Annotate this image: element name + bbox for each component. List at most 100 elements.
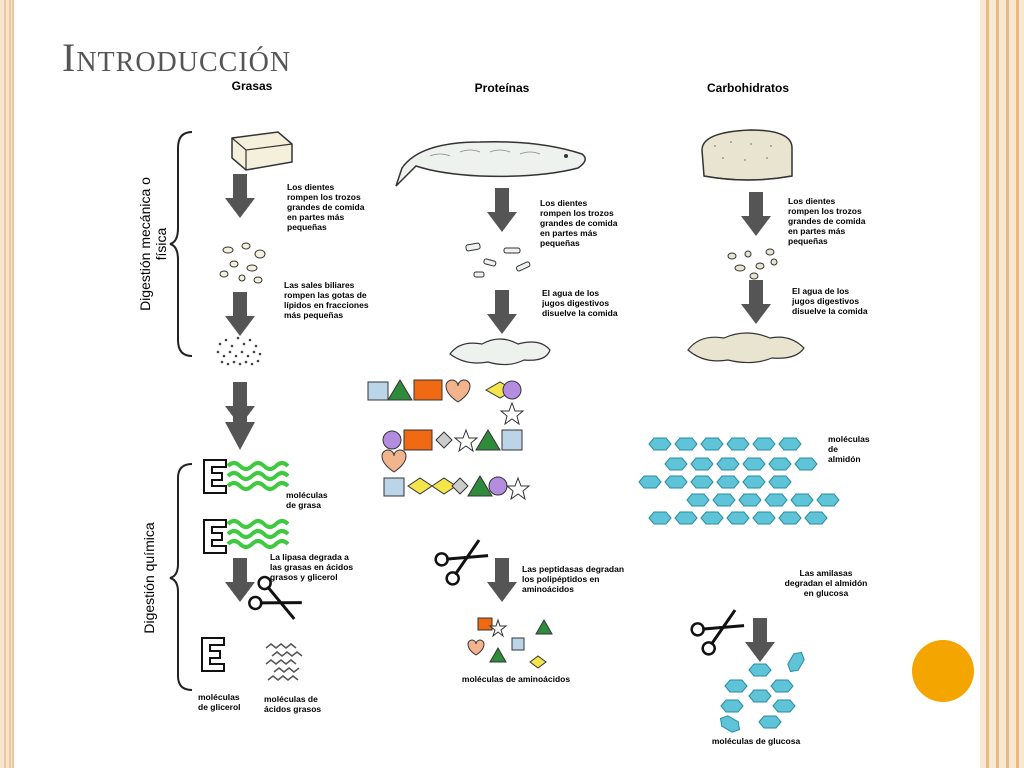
svg-text:rompen los trozos: rompen los trozos [788,206,862,216]
proteins-arrow-3 [487,558,517,602]
svg-text:rompen los trozos: rompen los trozos [287,192,361,202]
carb-dissolved-icon [687,332,805,364]
svg-text:disuelve la comida: disuelve la comida [792,306,868,316]
polypeptide-chain-3 [383,475,531,501]
svg-text:moléculas: moléculas [286,490,328,500]
right-decorative-border [980,0,1024,768]
svg-text:moléculas: moléculas [198,692,240,702]
fat-pieces-icon [219,242,266,284]
svg-text:Los dientes: Los dientes [287,182,335,192]
fats-arrow-2 [225,292,255,336]
svg-text:aminoácidos: aminoácidos [522,584,574,594]
bread-loaf-icon [701,129,793,181]
svg-text:pequeñas: pequeñas [788,236,828,246]
svg-text:grandes de comida: grandes de comida [287,202,365,212]
lipase-scissors-icon [245,573,307,628]
glycerol-label: moléculas de glicerol [198,692,241,712]
protein-dissolved-icon [449,338,551,366]
proteins-teeth-text: Los dientes rompen los trozos grandes de… [540,198,618,248]
column-header-proteins: Proteínas [475,81,530,95]
glycerol-e-icon-2 [203,519,227,554]
svg-text:degradan el almidón: degradan el almidón [785,578,868,588]
proteins-arrow-2 [487,290,517,334]
butter-block-icon [231,131,293,171]
chemical-brace [169,463,193,691]
lipase-text: La lipasa degrada a las grasas en ácidos… [270,552,353,582]
svg-text:las grasas en ácidos: las grasas en ácidos [270,562,353,572]
svg-text:La lipasa degrada a: La lipasa degrada a [270,552,349,562]
starch-molecules-icon [638,437,840,525]
fatty-acid-molecules-icon [265,643,303,681]
svg-text:El agua de los: El agua de los [792,286,849,296]
glycerol-molecule-icon [201,637,225,672]
peptidase-scissors-icon [431,531,494,589]
orange-circle-decoration [912,640,974,702]
svg-text:de glicerol: de glicerol [198,702,241,712]
svg-text:Los dientes: Los dientes [788,196,836,206]
polypeptide-chain-2 [382,428,523,453]
glucose-molecules-icon [716,648,808,736]
fats-arrow-3-shaft [233,384,247,424]
svg-text:ácidos grasos: ácidos grasos [264,704,321,714]
svg-text:grandes de comida: grandes de comida [788,216,866,226]
slide-title: Introducción [62,35,292,80]
peptidase-text: Las peptidasas degradan los polipéptidos… [522,564,624,594]
svg-text:jugos digestivos: jugos digestivos [541,298,609,308]
fatty-acids-label: moléculas de ácidos grasos [264,694,321,714]
proteins-arrow-1 [487,188,517,232]
carbs-water-text: El agua de los jugos digestivos disuelve… [791,286,868,316]
digestion-diagram: Grasas Proteínas Carbohidratos Digestión… [120,58,884,750]
proteins-water-text: El agua de los jugos digestivos disuelve… [541,288,618,318]
svg-text:El agua de los: El agua de los [542,288,599,298]
svg-text:los polipéptidos en: los polipéptidos en [522,574,599,584]
svg-text:moléculas de: moléculas de [264,694,318,704]
svg-text:disuelve la comida: disuelve la comida [542,308,618,318]
mechanical-label-line2: física [153,227,169,260]
fats-bile-text: Las sales biliares rompen las gotas de l… [284,280,369,320]
svg-text:más pequeñas: más pequeñas [284,310,343,320]
mechanical-brace [169,131,193,357]
svg-text:grandes de comida: grandes de comida [540,218,618,228]
fat-droplets-icon [216,336,262,366]
glucose-label: moléculas de glucosa [712,736,801,746]
amylase-scissors-icon [687,601,750,659]
mechanical-label-line1: Digestión mecánica o [137,177,153,311]
fats-teeth-text: Los dientes rompen los trozos grandes de… [287,182,365,232]
fat-molecule-chains-2 [226,519,290,549]
chemical-label: Digestión química [141,522,157,633]
svg-text:Las sales biliares: Las sales biliares [284,280,355,290]
svg-text:rompen las gotas de: rompen las gotas de [284,290,367,300]
svg-text:en glucosa: en glucosa [804,588,849,598]
amylase-text: Las amilasas degradan el almidón en gluc… [785,568,868,598]
fat-molecules-label: moléculas de grasa [286,490,328,510]
svg-text:pequeñas: pequeñas [540,238,580,248]
svg-text:pequeñas: pequeñas [287,222,327,232]
fats-arrow-1 [225,174,255,218]
fats-arrow-3-head [225,422,255,450]
carbs-arrow-3 [745,618,775,662]
svg-text:en partes más: en partes más [540,228,597,238]
column-header-carbs: Carbohidratos [707,81,789,95]
svg-text:en partes más: en partes más [287,212,344,222]
carbs-arrow-1 [741,192,771,236]
left-decorative-border [0,0,14,768]
svg-text:Los dientes: Los dientes [540,198,588,208]
protein-pieces-icon [465,242,531,278]
svg-text:rompen los trozos: rompen los trozos [540,208,614,218]
svg-text:Las amilasas: Las amilasas [800,568,853,578]
svg-text:almidón: almidón [828,454,861,464]
carbs-arrow-2 [741,280,771,324]
svg-text:moléculas: moléculas [828,434,870,444]
svg-text:de grasa: de grasa [286,500,321,510]
fat-molecule-chains-1 [226,461,290,491]
carbs-teeth-text: Los dientes rompen los trozos grandes de… [788,196,866,246]
column-header-fats: Grasas [232,79,273,93]
amino-acid-molecules-icon [467,617,553,669]
fats-arrow-4 [225,558,255,602]
fish-icon [395,141,586,187]
polypeptide-heart-link [381,449,407,473]
bread-pieces-icon [727,248,778,280]
svg-text:Las peptidasas degradan: Las peptidasas degradan [522,564,624,574]
svg-text:jugos digestivos: jugos digestivos [791,296,859,306]
amino-acids-label: moléculas de aminoácidos [462,674,570,684]
